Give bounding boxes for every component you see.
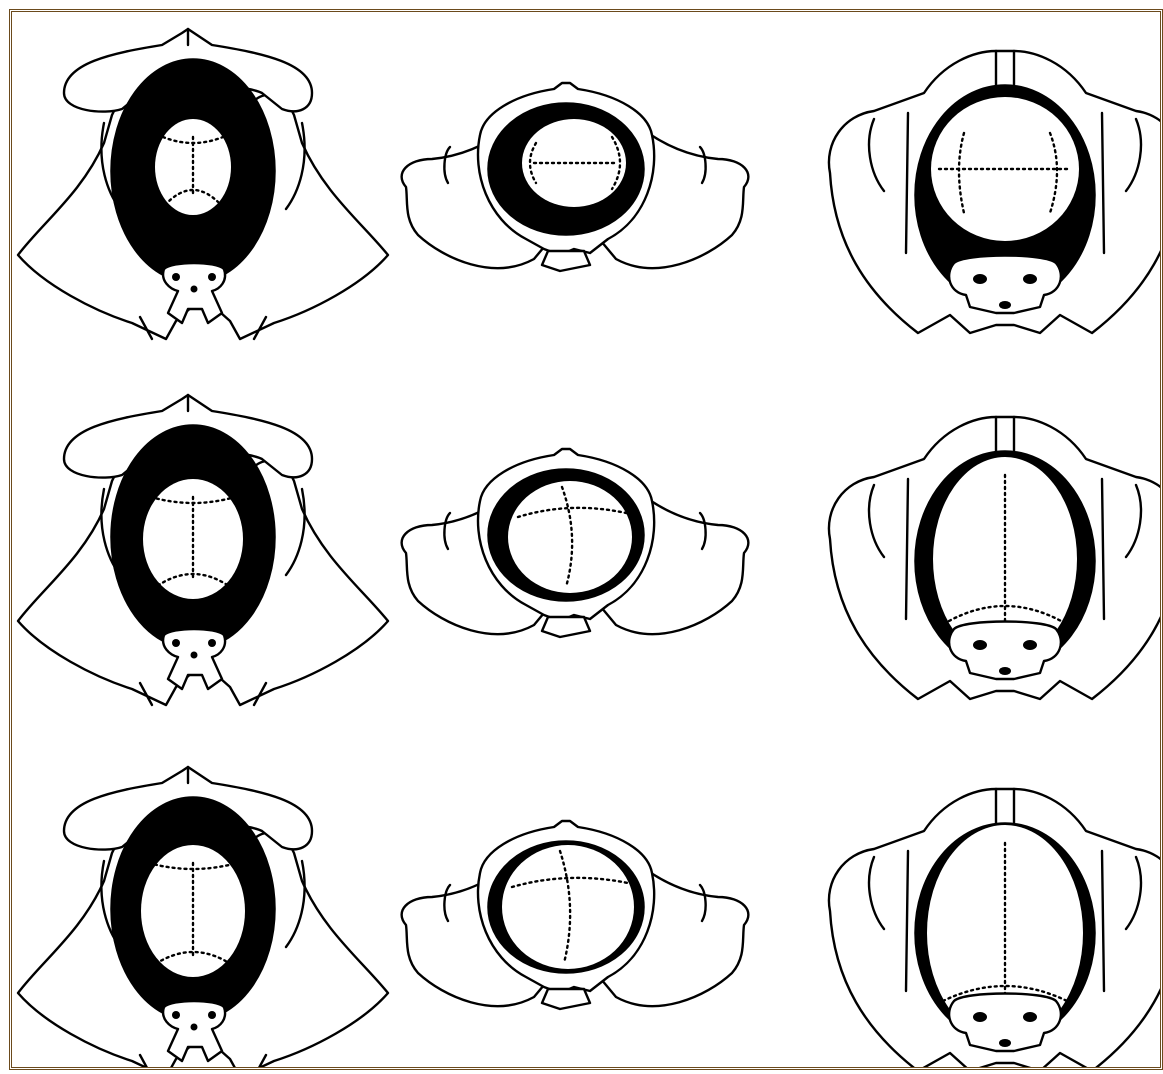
fetal-head [508, 481, 632, 593]
sacral-foramen-right [1023, 274, 1037, 284]
sacral-foramen-left [172, 1011, 180, 1019]
sacral-foramen-left [172, 273, 180, 281]
oblique-view-svg [384, 750, 766, 1070]
sacral-foramen-left [973, 640, 987, 650]
pelvis-oblique-diagram [402, 449, 749, 637]
pelvis-oblique-diagram [402, 821, 749, 1009]
pelvis-outlet-diagram [829, 789, 1163, 1070]
sacral-foramen-right [1023, 640, 1037, 650]
coccyx-foramen [999, 301, 1011, 309]
oblique-view-svg [384, 12, 766, 364]
illustration-grid [12, 12, 1160, 1067]
panel-inlet-view-row-2 [12, 378, 394, 730]
pelvis-oblique-diagram [402, 83, 749, 271]
sacral-foramen-center [191, 652, 198, 659]
inlet-view-svg [12, 378, 394, 730]
ischial-base [542, 989, 590, 1009]
ischial-base [542, 617, 590, 637]
oblique-view-svg [384, 378, 766, 730]
outlet-view-svg [814, 750, 1163, 1070]
figure-frame [9, 9, 1163, 1070]
fetal-head [502, 845, 634, 969]
pelvis-outlet-diagram [829, 417, 1163, 699]
sacral-foramen-right [208, 273, 216, 281]
fetal-head [522, 119, 626, 207]
sacral-foramen-center [191, 286, 198, 293]
pelvis-inlet-diagram [18, 29, 388, 339]
pelvis-inlet-diagram [18, 767, 388, 1070]
sacral-foramen-center [191, 1024, 198, 1031]
panel-inlet-view-row-3 [12, 750, 394, 1070]
sacral-foramen-left [973, 274, 987, 284]
pelvis-inlet-diagram [18, 395, 388, 705]
pelvis-outlet-diagram [829, 51, 1163, 333]
sacral-foramen-right [1023, 1012, 1037, 1022]
ischial-base [542, 251, 590, 271]
outlet-view-svg [814, 12, 1163, 364]
sacral-foramen-left [172, 639, 180, 647]
panel-oblique-view-row-1 [384, 12, 766, 364]
panel-inlet-view-row-1 [12, 12, 394, 364]
panel-oblique-view-row-2 [384, 378, 766, 730]
panel-outlet-view-row-3 [814, 750, 1163, 1070]
panel-oblique-view-row-3 [384, 750, 766, 1070]
sacral-foramen-right [208, 1011, 216, 1019]
coccyx-foramen [999, 1039, 1011, 1047]
coccyx-foramen [999, 667, 1011, 675]
inlet-view-svg [12, 12, 394, 364]
sacral-foramen-right [208, 639, 216, 647]
outlet-view-svg [814, 378, 1163, 730]
sacral-foramen-left [973, 1012, 987, 1022]
panel-outlet-view-row-2 [814, 378, 1163, 730]
inlet-view-svg [12, 750, 394, 1070]
panel-outlet-view-row-1 [814, 12, 1163, 364]
